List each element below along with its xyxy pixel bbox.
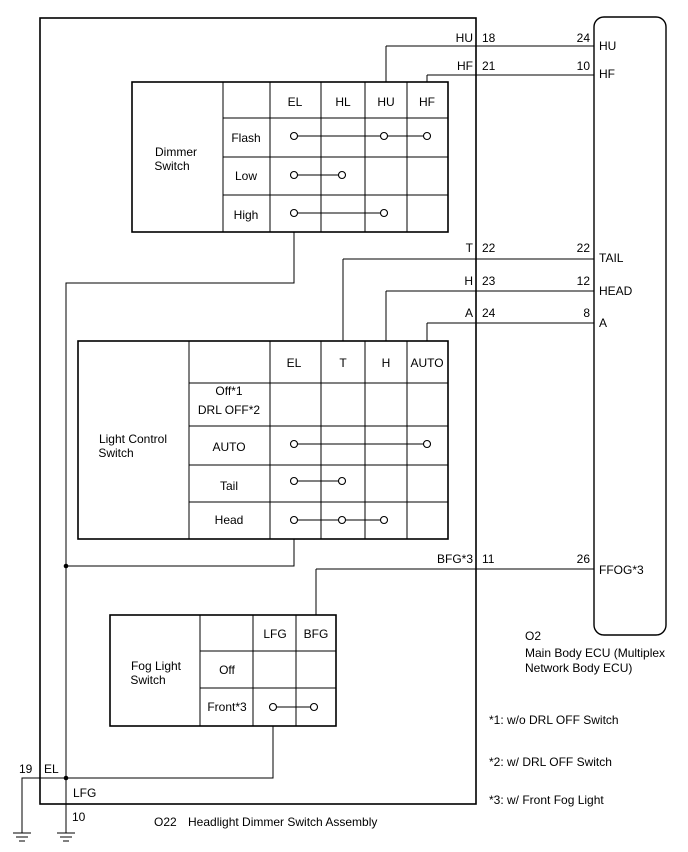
ecu-pin-label: A <box>599 316 607 330</box>
note-3: *3: w/ Front Fog Light <box>489 793 604 807</box>
column-header: T <box>339 356 347 370</box>
column-header: H <box>382 356 391 370</box>
pin-label: HF <box>457 59 473 73</box>
dimmer-title: Switch <box>154 159 189 173</box>
ecu-name: Network Body ECU) <box>525 661 632 675</box>
ecu-pin-label: HF <box>599 67 615 81</box>
ground-pin-number: 10 <box>72 810 86 824</box>
assembly-name: Headlight Dimmer Switch Assembly <box>188 815 377 829</box>
ground-pin-label: EL <box>44 762 59 776</box>
light-control-switch: Light Control Switch EL T H AUTO Off*1 D… <box>77 340 449 540</box>
row-label: AUTO <box>212 440 245 454</box>
assembly-pin-labels: HU 18 HF 21 T 22 H 23 A 24 BFG*3 11 <box>437 31 496 566</box>
column-header: EL <box>288 95 303 109</box>
pin-number: 22 <box>482 241 496 255</box>
ecu-name: Main Body ECU (Multiplex <box>525 646 665 660</box>
note-2: *2: w/ DRL OFF Switch <box>489 755 612 769</box>
ecu-pin-number: 24 <box>577 31 591 45</box>
wire-lfg <box>21 726 274 833</box>
row-label: Off*1 <box>215 384 242 398</box>
row-label: Head <box>215 513 244 527</box>
ecu-pin-number: 26 <box>577 552 591 566</box>
fog-title: Switch <box>130 673 165 687</box>
pin-number: 18 <box>482 31 496 45</box>
fog-light-switch: Fog Light Switch LFG BFG Off Front*3 <box>109 614 337 727</box>
ecu-pin-labels: 24 HU 10 HF 22 TAIL 12 HEAD 8 A 26 FFOG*… <box>577 31 644 577</box>
column-header: HF <box>419 95 435 109</box>
column-header: HU <box>377 95 394 109</box>
assembly-connector-id: O22 <box>154 815 177 829</box>
light-control-title: Light Control <box>99 432 167 446</box>
junction-dot <box>63 563 69 569</box>
note-1: *1: w/o DRL OFF Switch <box>489 713 619 727</box>
row-label: Flash <box>231 131 260 145</box>
pin-label: HU <box>456 31 473 45</box>
column-header: AUTO <box>410 356 443 370</box>
pin-label: A <box>465 306 473 320</box>
ground-symbol <box>13 832 31 842</box>
dimmer-title: Dimmer <box>155 145 197 159</box>
pin-label: H <box>464 274 473 288</box>
pin-number: 23 <box>482 274 496 288</box>
ecu-pin-number: 8 <box>583 306 590 320</box>
ecu-pin-number: 12 <box>577 274 591 288</box>
ecu-pin-number: 22 <box>577 241 591 255</box>
row-label: High <box>234 208 259 222</box>
row-label: Tail <box>220 479 238 493</box>
pin-number: 11 <box>482 552 495 566</box>
ecu-pin-label: TAIL <box>599 251 624 265</box>
light-control-title: Switch <box>98 446 133 460</box>
column-header: LFG <box>263 627 286 641</box>
row-label: Low <box>235 169 257 183</box>
row-label: Off <box>219 663 235 677</box>
pin-label: T <box>466 241 474 255</box>
column-header: BFG <box>304 627 329 641</box>
ecu-outline <box>593 16 667 636</box>
row-label: Front*3 <box>207 700 247 714</box>
ecu-pin-label: HU <box>599 39 616 53</box>
row-label: DRL OFF*2 <box>198 403 261 417</box>
pin-label: BFG*3 <box>437 552 473 566</box>
wire-light-el <box>66 539 295 567</box>
ground-symbol <box>57 832 75 842</box>
column-header: HL <box>335 95 351 109</box>
fog-title: Fog Light <box>131 659 182 673</box>
ground-pin-label: LFG <box>73 786 96 800</box>
ecu-pin-label: HEAD <box>599 284 633 298</box>
ecu-pin-label: FFOG*3 <box>599 563 644 577</box>
pin-number: 21 <box>482 59 496 73</box>
pin-number: 24 <box>482 306 496 320</box>
ground-pin-number: 19 <box>19 762 33 776</box>
wire-dimmer-el <box>65 232 295 833</box>
ecu-pin-number: 10 <box>577 59 591 73</box>
harness-wires <box>21 45 594 833</box>
dimmer-switch: Dimmer Switch EL HL HU HF Flash Low High <box>131 81 449 233</box>
ecu-connector-id: O2 <box>525 629 541 643</box>
column-header: EL <box>287 356 302 370</box>
